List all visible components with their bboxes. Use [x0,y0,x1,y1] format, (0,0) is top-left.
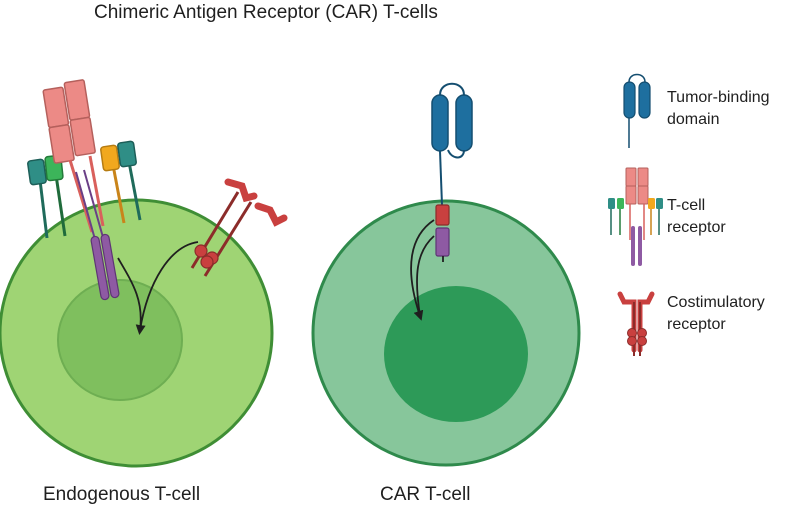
legend-tcell-receptor-line2: receptor [667,219,726,236]
endogenous-cell-label: Endogenous T-cell [43,484,201,505]
legend-tcell-receptor-icon [608,167,663,266]
car-construct [431,82,473,262]
legend-costimulatory-label: Costimulatory receptor [667,292,765,336]
legend-tumor-binding-line2: domain [667,111,720,128]
endogenous-costimulatory-receptor [190,178,288,277]
endogenous-nucleus [57,279,183,401]
endogenous-t-cell [0,198,274,468]
car-t-cell [311,199,581,467]
legend-tcell-receptor-line1: T-cell [667,197,706,214]
legend-tumor-binding-line1: Tumor-binding [667,89,770,106]
diagram-title: Chimeric Antigen Receptor (CAR) T-cells [94,2,438,23]
legend-costimulatory-line2: receptor [667,316,726,333]
endogenous-signal-arrows [117,241,199,335]
car-cell-label: CAR T-cell [380,484,471,505]
endogenous-tcr [42,79,120,301]
legend-costimulatory-icon [617,291,655,356]
car-nucleus [384,286,528,422]
legend-tumor-binding-icon [623,73,651,148]
legend-costimulatory-line1: Costimulatory [667,294,765,311]
legend-tumor-binding-label: Tumor-binding domain [667,87,770,131]
car-signal-arrows [410,219,435,321]
legend-tcell-receptor-label: T-cell receptor [667,195,726,239]
endogenous-coreceptors [27,140,142,239]
